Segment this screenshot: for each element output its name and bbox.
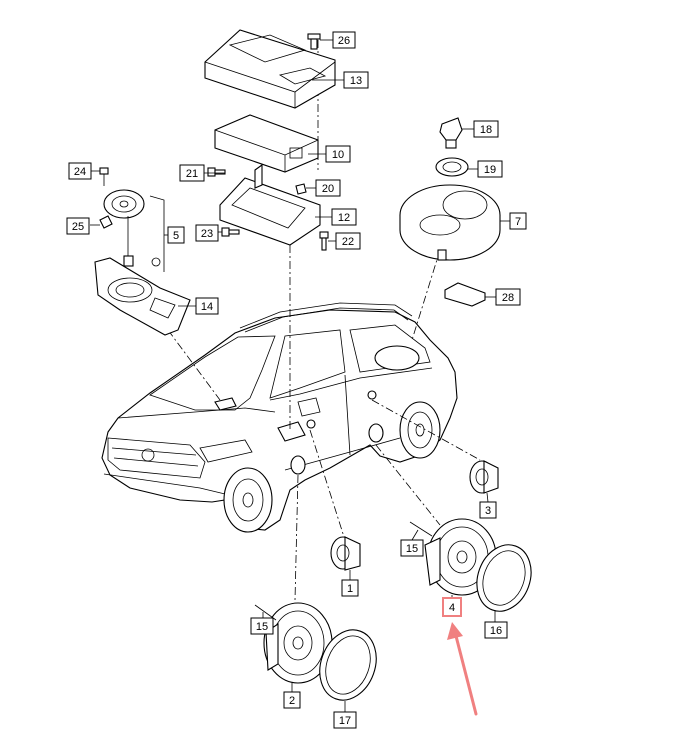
highlight-arrow [447, 622, 478, 716]
callout-4: 4 [442, 597, 462, 617]
panel-part [94, 257, 191, 336]
callout-2-text: 2 [289, 695, 295, 707]
callout-1: 1 [341, 579, 359, 597]
subwoofer-assembly [399, 117, 501, 261]
vehicle-outline [101, 302, 458, 533]
callout-23-text: 23 [201, 228, 213, 240]
screw-20 [295, 183, 307, 195]
callout-18-text: 18 [480, 124, 492, 136]
callout-28: 28 [495, 288, 521, 306]
callout-4-highlight-box [442, 597, 462, 617]
callout-21-text: 21 [186, 168, 198, 180]
gasket-16 [476, 544, 532, 612]
callout-17-text: 17 [339, 715, 351, 727]
callout-7: 7 [509, 212, 527, 230]
screw-24 [307, 33, 321, 50]
callout-25: 24 [68, 162, 92, 180]
callout-2: 2 [283, 691, 301, 709]
callout-5: 5 [167, 226, 185, 244]
callout-19-text: 19 [484, 164, 496, 176]
callout-16-text: 16 [490, 625, 502, 637]
callout-18: 18 [473, 120, 499, 138]
callout-19: 19 [477, 160, 503, 178]
callout-15-front: 15 [250, 617, 274, 635]
callout-25-text: 24 [74, 166, 86, 178]
cover-panel-part [204, 29, 336, 109]
callout-20: 20 [315, 179, 341, 197]
screw-22 [319, 231, 329, 251]
callout-12: 12 [331, 208, 357, 226]
callout-4-text: 4 [449, 602, 455, 614]
bracket-part [219, 163, 321, 246]
callout-26: 25 [66, 217, 90, 235]
callout-23: 23 [195, 224, 219, 242]
callout-24: 26 [332, 31, 356, 49]
callout-26-text: 25 [72, 221, 84, 233]
callout-12-text: 12 [338, 212, 350, 224]
screw-23 [221, 227, 240, 237]
callout-16: 16 [484, 621, 508, 639]
gasket-17 [319, 629, 377, 701]
callout-28-text: 28 [502, 292, 514, 304]
callout-14-text: 14 [201, 301, 213, 313]
speaker-3 [469, 460, 499, 494]
speaker-1 [330, 536, 361, 571]
callout-5-text: 5 [173, 230, 179, 242]
screw-21 [207, 167, 226, 177]
callout-15-rear-text: 15 [406, 543, 418, 555]
callout-3-text: 3 [485, 505, 491, 517]
speaker-2 [254, 602, 333, 684]
tweeter-assembly [99, 167, 165, 272]
callout-21: 21 [179, 164, 205, 182]
callout-24-text: 26 [338, 35, 350, 47]
callout-17: 17 [333, 711, 357, 729]
callout-13-text: 13 [350, 75, 362, 87]
callout-10: 10 [325, 145, 351, 163]
callout-1-text: 1 [347, 583, 353, 595]
callout-14: 14 [195, 297, 219, 315]
callout-leaders [90, 39, 510, 712]
module-part [444, 282, 486, 307]
callout-22-text: 22 [342, 236, 354, 248]
callout-10-text: 10 [332, 149, 344, 161]
callout-13: 13 [343, 71, 369, 89]
callout-15-rear: 15 [400, 539, 424, 557]
callout-3: 3 [479, 501, 497, 519]
callout-15-front-text: 15 [256, 621, 268, 633]
amplifier-part [214, 114, 319, 173]
callout-20-text: 20 [322, 183, 334, 195]
callout-22: 22 [335, 232, 361, 250]
callout-7-text: 7 [515, 216, 521, 228]
